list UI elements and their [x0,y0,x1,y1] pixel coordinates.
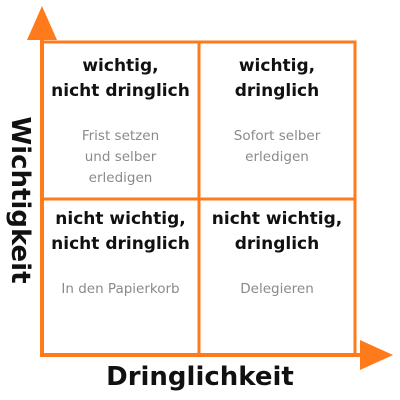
eisenhower-matrix: wichtig, nicht dringlich Frist setzen un… [42,42,355,355]
quadrant-description: Sofort selber erledigen [233,128,321,165]
quadrant-description: Delegieren [240,281,314,297]
quadrant-title: wichtig, nicht dringlich [51,56,190,101]
quadrant-not-important-urgent: nicht wichtig, dringlich Delegieren [199,199,355,355]
quadrant-description: Frist setzen und selber erledigen [81,128,160,186]
x-axis-label: Dringlichkeit [106,362,294,392]
quadrant-title: wichtig, dringlich [234,56,320,101]
quadrant-title: nicht wichtig, dringlich [211,209,343,254]
y-axis-label: Wichtigkeit [5,116,35,284]
x-axis-arrowhead-icon [360,340,393,370]
quadrant-title: nicht wichtig, nicht dringlich [51,209,190,254]
y-axis-arrowhead-icon [27,6,57,40]
quadrant-not-important-not-urgent: nicht wichtig, nicht dringlich In den Pa… [42,199,199,355]
quadrant-important-not-urgent: wichtig, nicht dringlich Frist setzen un… [42,42,199,199]
quadrant-description: In den Papierkorb [61,281,180,297]
quadrant-important-urgent: wichtig, dringlich Sofort selber erledig… [199,42,355,199]
